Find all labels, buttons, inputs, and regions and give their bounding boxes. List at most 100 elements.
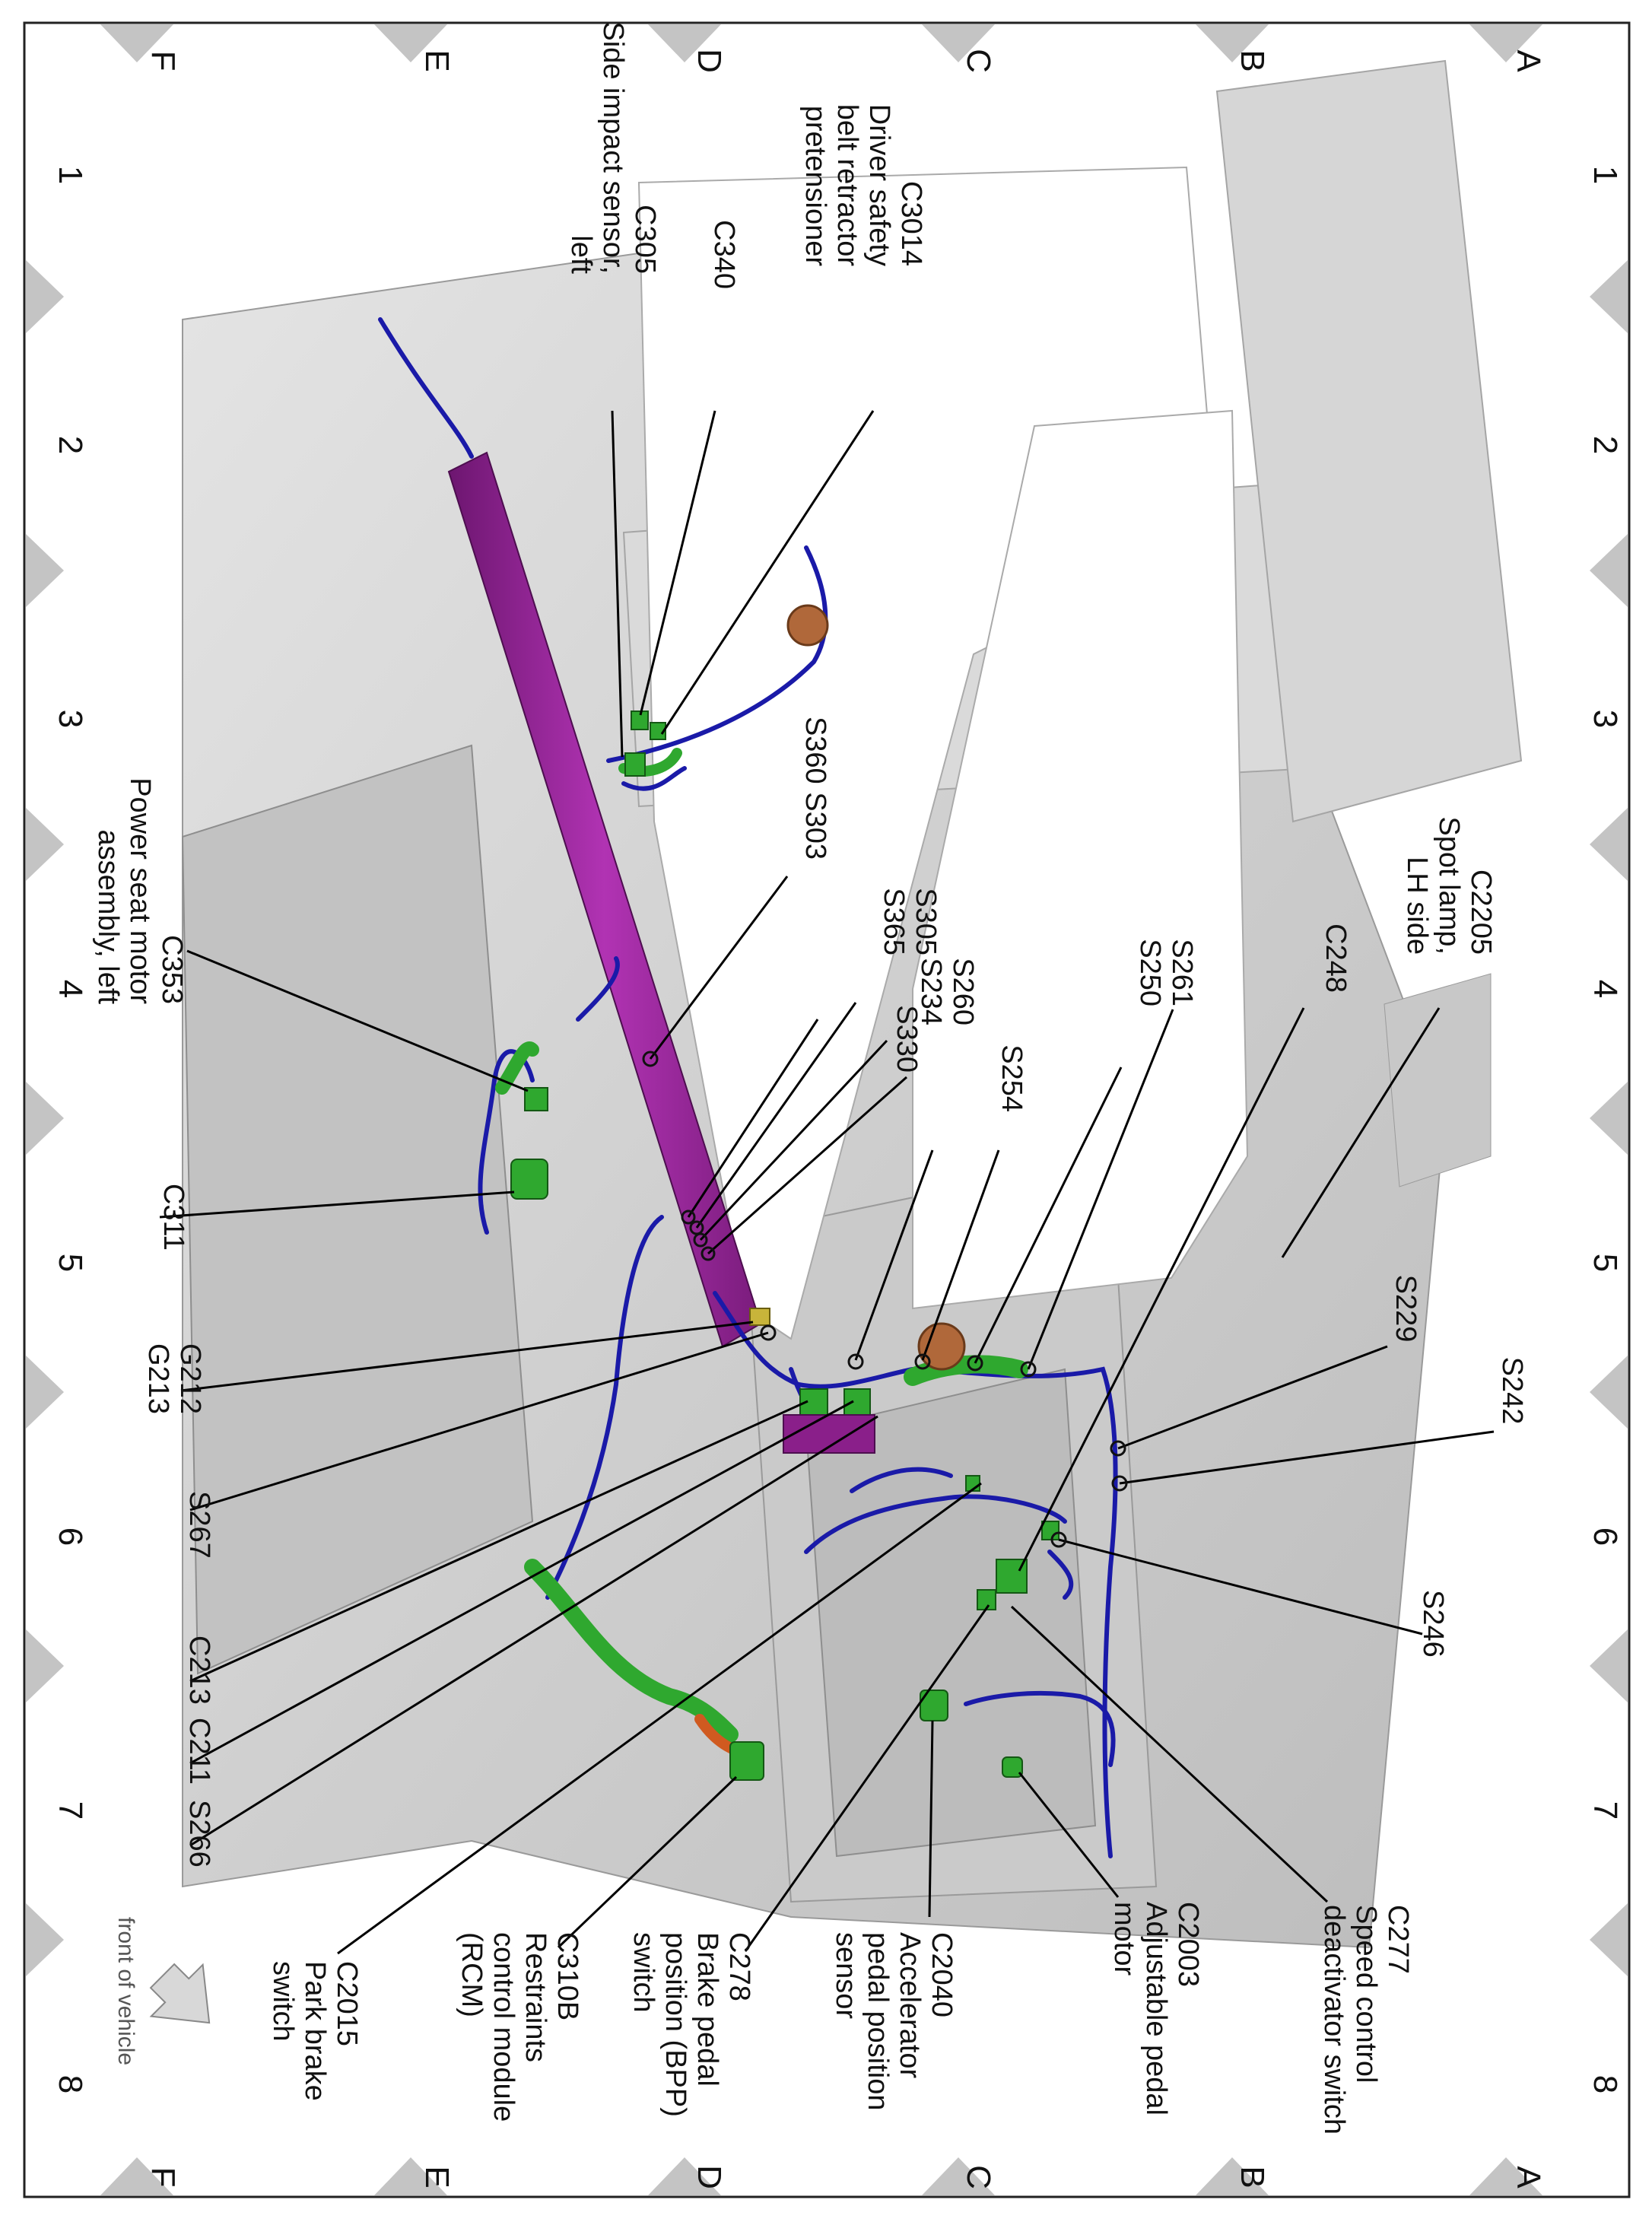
grid-marker bbox=[26, 1356, 64, 1429]
grid-marker bbox=[1590, 260, 1628, 333]
callout-s266-line: S266 bbox=[183, 1800, 215, 1868]
grid-col-label-right: 2 bbox=[1587, 436, 1624, 454]
callout-s260: S260S234 bbox=[915, 958, 979, 1025]
callout-c353: C353Power seat motorassembly, left bbox=[92, 777, 188, 1004]
grid-marker bbox=[1590, 1629, 1628, 1702]
grid-marker bbox=[374, 24, 447, 62]
grid-marker bbox=[648, 2157, 721, 2195]
callout-s330-line: S330 bbox=[891, 1005, 923, 1073]
grid-col-label-left: 5 bbox=[52, 1254, 89, 1272]
leader-s242 bbox=[1119, 1430, 1495, 1485]
grid-row-label-bottom: F bbox=[145, 2167, 182, 2188]
callout-c310b-line: C310B bbox=[551, 1932, 583, 2020]
callout-c310b-line: (RCM) bbox=[456, 1932, 488, 2017]
callout-c278-line: Brake pedal bbox=[691, 1932, 723, 2087]
callout-c2205-line: Spot lamp, bbox=[1433, 816, 1465, 955]
grid-marker bbox=[648, 24, 721, 62]
callout-s229: S229 bbox=[1390, 1275, 1422, 1343]
grid-col-label-right: 7 bbox=[1587, 1801, 1624, 1820]
leader-c2003 bbox=[1018, 1772, 1120, 1898]
grid-row-label-top: D bbox=[691, 49, 728, 73]
callout-c2040-line: pedal position bbox=[862, 1932, 894, 2111]
grid-marker bbox=[1196, 24, 1269, 62]
grid-col-label-left: 1 bbox=[52, 166, 89, 184]
callout-s229-line: S229 bbox=[1390, 1275, 1422, 1343]
callout-c2015: C2015Park brakeswitch bbox=[267, 1961, 363, 2101]
leader-c248 bbox=[1018, 1007, 1305, 1572]
grid-marker bbox=[100, 2157, 173, 2195]
front-of-vehicle-arrow bbox=[149, 1963, 211, 2024]
callout-s266: S266 bbox=[183, 1800, 215, 1868]
callout-c2015-line: C2015 bbox=[331, 1961, 363, 2046]
leader-lines bbox=[159, 410, 1495, 1955]
leader-c3014 bbox=[660, 410, 875, 735]
grid-marker bbox=[1196, 2157, 1269, 2195]
grid-marker bbox=[1590, 1903, 1628, 1976]
grid-marker bbox=[26, 1082, 64, 1155]
leader-s246 bbox=[1058, 1538, 1423, 1636]
leader-c278 bbox=[744, 1604, 990, 1952]
grid-col-label-left: 6 bbox=[52, 1527, 89, 1546]
callout-c3014-line: pretensioner bbox=[799, 106, 831, 267]
callout-s260-line: S260 bbox=[947, 958, 979, 1025]
leader-c213 bbox=[189, 1400, 809, 1683]
grid-marker bbox=[26, 260, 64, 333]
callout-c277-line: deactivator switch bbox=[1318, 1905, 1350, 2135]
grid-marker bbox=[26, 808, 64, 881]
leader-s261 bbox=[1027, 1009, 1174, 1370]
grid-col-label-right: 3 bbox=[1587, 710, 1624, 728]
callout-s254: S254 bbox=[996, 1044, 1028, 1112]
grid-col-label-left: 7 bbox=[52, 1801, 89, 1820]
connectors bbox=[510, 710, 1060, 1781]
callout-c278-line: position (BPP) bbox=[659, 1932, 691, 2117]
callout-s261-line: S261 bbox=[1166, 939, 1198, 1006]
grid-marker bbox=[1590, 1082, 1628, 1155]
connector-c340 bbox=[631, 710, 649, 730]
connector-c2003 bbox=[1002, 1756, 1023, 1778]
callout-c311: C311 bbox=[157, 1184, 189, 1251]
callout-s360-line: S360 S303 bbox=[799, 717, 831, 860]
callout-s261: S261S250 bbox=[1134, 939, 1198, 1006]
connector-c311 bbox=[510, 1159, 548, 1200]
connector-c310b bbox=[729, 1741, 764, 1781]
grid-col-label-left: 3 bbox=[52, 710, 89, 728]
grommet-lower bbox=[917, 1322, 966, 1371]
callout-c2003-line: C2003 bbox=[1172, 1902, 1204, 1987]
callout-g212-line: G212 bbox=[174, 1343, 206, 1414]
leader-s360 bbox=[649, 876, 789, 1060]
grid-row-label-top: A bbox=[1510, 49, 1547, 72]
callout-c353-line: Power seat motor bbox=[124, 777, 156, 1004]
callout-s246: S246 bbox=[1417, 1590, 1449, 1658]
leader-c353 bbox=[186, 949, 529, 1092]
callout-c310b-line: control module bbox=[488, 1932, 519, 2122]
grid-row-label-bottom: E bbox=[418, 2166, 456, 2188]
leader-c2040 bbox=[928, 1720, 934, 1918]
callout-c353-line: assembly, left bbox=[92, 830, 124, 1005]
callout-s330: S330 bbox=[891, 1005, 923, 1073]
grid-marker bbox=[374, 2157, 447, 2195]
grid-marker bbox=[1590, 1356, 1628, 1429]
grid-marker bbox=[26, 1903, 64, 1976]
callout-c213-line: C213 bbox=[183, 1636, 215, 1705]
callout-s305-line: S305 bbox=[910, 888, 942, 955]
grid-marker bbox=[922, 24, 995, 62]
callout-c213: C213 bbox=[183, 1636, 215, 1705]
connector-c305 bbox=[624, 752, 646, 777]
grid-marker bbox=[1590, 534, 1628, 607]
callout-labels: C3014Driver safetybelt retractorpretensi… bbox=[92, 21, 1528, 2135]
callout-c2040-line: C2040 bbox=[926, 1932, 958, 2017]
splice-rings bbox=[642, 1051, 1128, 1548]
callout-c248: C248 bbox=[1320, 923, 1352, 993]
leader-s365 bbox=[695, 1002, 857, 1229]
connector-c353 bbox=[524, 1087, 548, 1111]
callout-c2205: C2205Spot lamp,LH side bbox=[1401, 816, 1497, 955]
leader-s330 bbox=[854, 1149, 934, 1361]
callout-s242-line: S242 bbox=[1496, 1357, 1528, 1425]
callout-c278-line: C278 bbox=[723, 1932, 755, 2001]
grid-marker bbox=[100, 24, 173, 62]
leader-c340 bbox=[639, 410, 716, 716]
ground-g212-g213 bbox=[749, 1308, 770, 1326]
